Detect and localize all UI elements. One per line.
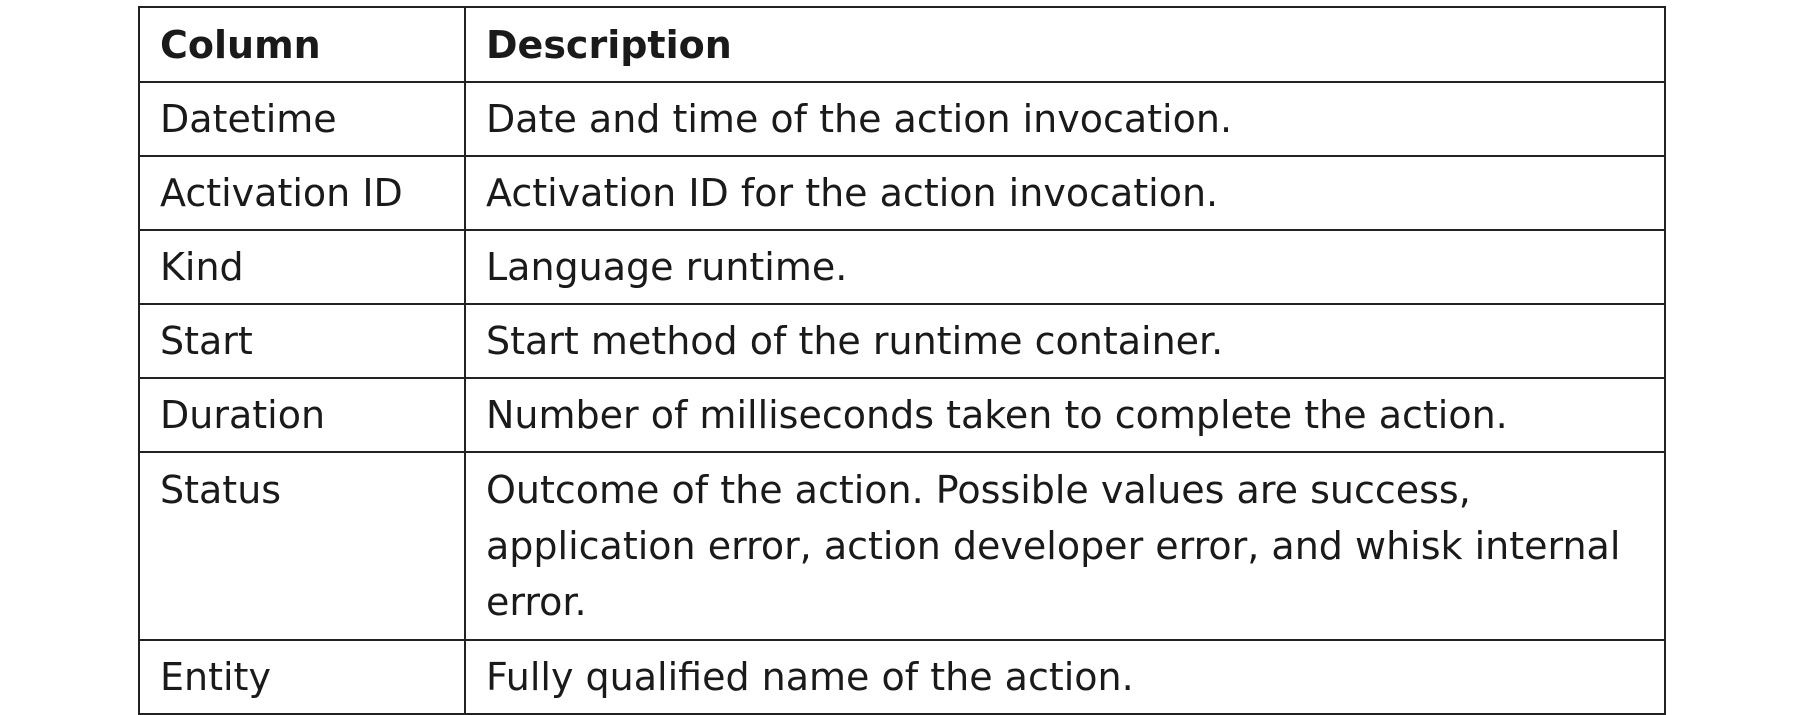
cell-column: Duration [138,377,466,453]
header-description: Description [464,6,1666,83]
table-row: Start Start method of the runtime contai… [138,303,1666,379]
cell-description: Fully qualified name of the action. [464,639,1666,715]
header-row: Column Description [138,6,1666,83]
cell-column: Entity [138,639,466,715]
cell-column: Status [138,451,466,641]
header-column: Column [138,6,466,83]
cell-column: Activation ID [138,155,466,231]
cell-column: Start [138,303,466,379]
table-row: Datetime Date and time of the action inv… [138,81,1666,157]
cell-description: Start method of the runtime container. [464,303,1666,379]
columns-description-table: Column Description Datetime Date and tim… [138,6,1666,715]
table-header: Column Description [138,6,1666,83]
cell-column: Kind [138,229,466,305]
cell-description: Outcome of the action. Possible values a… [464,451,1666,641]
table-row: Entity Fully qualified name of the actio… [138,639,1666,715]
cell-description: Activation ID for the action invocation. [464,155,1666,231]
table-row: Duration Number of milliseconds taken to… [138,377,1666,453]
cell-description: Date and time of the action invocation. [464,81,1666,157]
table-body: Datetime Date and time of the action inv… [138,81,1666,715]
table-row: Activation ID Activation ID for the acti… [138,155,1666,231]
cell-description: Number of milliseconds taken to complete… [464,377,1666,453]
cell-column: Datetime [138,81,466,157]
table-row: Status Outcome of the action. Possible v… [138,451,1666,641]
table-row: Kind Language runtime. [138,229,1666,305]
cell-description: Language runtime. [464,229,1666,305]
